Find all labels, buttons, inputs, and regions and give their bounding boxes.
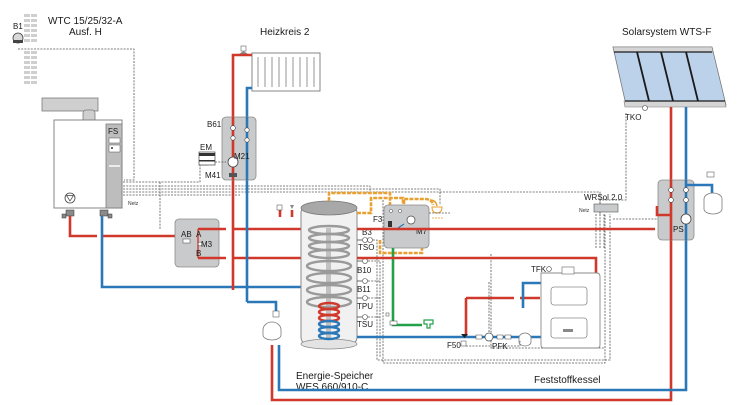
boiler-ash-door bbox=[550, 317, 588, 339]
pipe-supply-heating-circuit bbox=[231, 53, 252, 290]
flow-meter-icon bbox=[182, 238, 191, 244]
heat-pump-unit: FS Netz bbox=[41, 97, 139, 219]
pipe-to-shower bbox=[402, 197, 435, 206]
solar-collector-array: TKO bbox=[612, 46, 727, 122]
label-b10: B10 bbox=[357, 266, 372, 275]
tank-sensors: B3 TSO B10 B11 TPU TSU bbox=[357, 228, 374, 329]
boiler-pump-pfk-icon bbox=[484, 332, 494, 342]
solar-pump-station: PS bbox=[655, 179, 695, 241]
wall-bricks-icon bbox=[24, 14, 37, 84]
tank-model: WES 660/910-C bbox=[296, 382, 368, 393]
label-tpu: TPU bbox=[357, 302, 373, 311]
label-netz-heatpump: Netz bbox=[128, 201, 139, 207]
energy-storage-tank: Energie-Speicher WES 660/910-C bbox=[296, 200, 374, 393]
label-m3: M3 bbox=[201, 240, 213, 249]
solar-controller: WRSol 2.0 Netz bbox=[579, 193, 658, 248]
solar-title: Solarsystem WTS-F bbox=[622, 27, 711, 38]
outdoor-sensor-icon bbox=[12, 32, 24, 44]
label-b61: B61 bbox=[207, 120, 222, 129]
sensor-b61-icon bbox=[230, 125, 236, 131]
thermostatic-valve-icon bbox=[239, 45, 248, 54]
label-b1: B1 bbox=[13, 22, 23, 31]
heat-pump-subtitle: Ausf. H bbox=[69, 27, 102, 38]
pipe-solar-supply bbox=[270, 107, 673, 402]
wire-b1 bbox=[18, 48, 135, 181]
label-f50: F50 bbox=[447, 341, 461, 350]
label-f3: F3 bbox=[373, 215, 383, 224]
expansion-vessel-heating bbox=[247, 300, 282, 341]
controller-icon bbox=[108, 144, 121, 153]
air-duct bbox=[41, 97, 99, 112]
sensor-tko-icon bbox=[642, 105, 648, 111]
pressure-reducer-icon bbox=[385, 312, 398, 326]
pump-icon bbox=[64, 192, 76, 204]
sensor-b11: B11 bbox=[357, 278, 371, 294]
fresh-water-module: F3 M7 bbox=[373, 204, 430, 249]
label-m21: M21 bbox=[234, 152, 250, 161]
valve-motor-icon bbox=[197, 241, 203, 247]
outdoor-sensor-b1: B1 bbox=[12, 14, 37, 84]
solar-pump-ps-icon bbox=[680, 213, 692, 225]
radiator-icon bbox=[251, 52, 321, 92]
tank-title: Energie-Speicher bbox=[296, 371, 374, 382]
pipe-solar-return bbox=[277, 107, 688, 392]
pipe-return-heatpump bbox=[100, 216, 302, 289]
shower-icon bbox=[429, 199, 443, 219]
label-a: A bbox=[196, 230, 202, 239]
boiler-expansion-vessel bbox=[518, 332, 532, 347]
heating-circuit-module: B61 M21 M41 bbox=[205, 116, 257, 181]
heating-circuit-title: Heizkreis 2 bbox=[260, 27, 310, 38]
label-m41: M41 bbox=[205, 171, 221, 180]
label-ps: PS bbox=[673, 225, 684, 234]
expansion-module-em: EM bbox=[198, 143, 216, 166]
cold-water-tap-icon bbox=[423, 319, 434, 329]
label-tko: TKO bbox=[625, 113, 641, 122]
mixer-valve-m41-icon bbox=[229, 173, 237, 177]
safety-valve-icon bbox=[276, 204, 294, 217]
boiler-pump-group: F50 PFK bbox=[447, 282, 532, 351]
label-tfk: TFK bbox=[531, 265, 547, 274]
sensor-icon bbox=[362, 278, 368, 284]
label-b3: B3 bbox=[362, 228, 372, 237]
sensor-tfk-icon bbox=[546, 266, 552, 272]
sensor-icon bbox=[367, 237, 373, 243]
pipe-return-heating-circuit bbox=[245, 86, 252, 302]
label-fs: FS bbox=[108, 127, 118, 136]
display-icon bbox=[108, 137, 121, 144]
solar-expansion-vessel bbox=[686, 171, 723, 215]
solid-fuel-boiler: TFK Feststoffkessel bbox=[531, 265, 601, 386]
sensor-tsu: TSU bbox=[357, 314, 373, 329]
label-pfk: PFK bbox=[492, 342, 508, 351]
label-m7: M7 bbox=[416, 227, 428, 236]
pipe-supply-heatpump bbox=[68, 216, 97, 238]
label-em: EM bbox=[200, 143, 212, 152]
boiler-title: Feststoffkessel bbox=[534, 375, 601, 386]
sensor-icon bbox=[362, 237, 368, 243]
circulation-pump-m7-icon bbox=[406, 215, 416, 225]
circulation-pump-m21-icon bbox=[227, 156, 239, 168]
sensor-icon bbox=[362, 295, 368, 301]
sensor-tpu: TPU bbox=[357, 295, 373, 311]
label-ab: AB bbox=[181, 230, 192, 239]
label-wrsol: WRSol 2.0 bbox=[584, 193, 623, 202]
label-b: B bbox=[196, 249, 201, 258]
boiler-fuel-door bbox=[550, 286, 588, 306]
solar-coil-cold bbox=[317, 319, 341, 341]
sensor-b3-tso: B3 TSO bbox=[357, 228, 374, 252]
heat-pump-title: WTC 15/25/32-A bbox=[48, 16, 123, 27]
label-tso: TSO bbox=[358, 243, 374, 252]
sensor-b10: B10 bbox=[357, 258, 372, 275]
label-netz-solar: Netz bbox=[579, 208, 590, 214]
flow-switch-f3-icon bbox=[388, 221, 392, 227]
mixer-f50-icon bbox=[461, 334, 468, 338]
valve-icon bbox=[61, 209, 113, 219]
changeover-valve-module: AB A M3 B bbox=[174, 218, 220, 268]
pipe-cold-water bbox=[391, 248, 422, 327]
sensor-icon bbox=[362, 314, 368, 320]
label-b11: B11 bbox=[357, 285, 371, 294]
label-tsu: TSU bbox=[357, 320, 373, 329]
heat-exchanger-coil bbox=[305, 224, 353, 309]
